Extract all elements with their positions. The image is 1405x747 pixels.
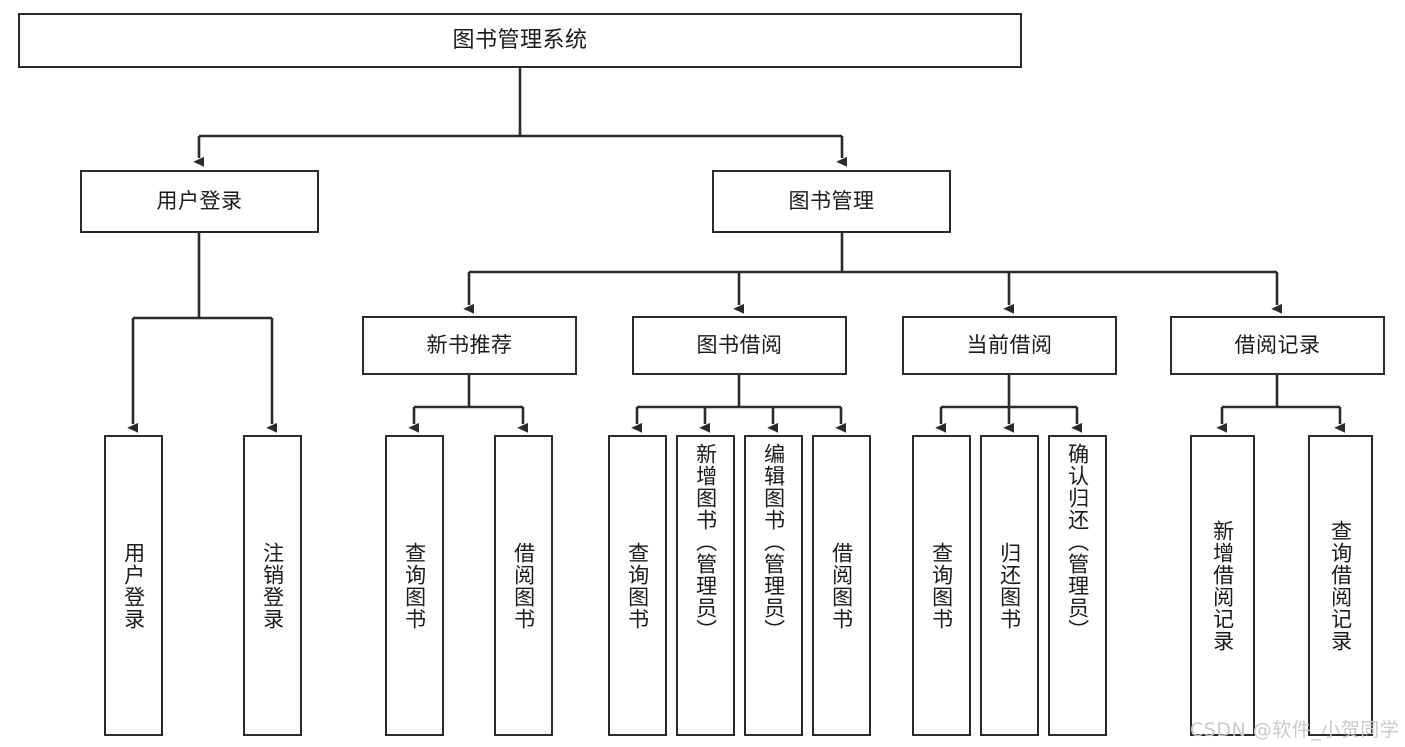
node-label: 用户登录 — [121, 541, 146, 630]
leaf-new-book-query[interactable]: 查询图书 — [385, 435, 444, 736]
node-label: 图书管理 — [788, 189, 875, 214]
leaf-current-confirm-return[interactable]: 确认归还（管理员） — [1048, 435, 1107, 736]
leaf-user-login[interactable]: 用户登录 — [104, 435, 163, 736]
node-label: 归还图书 — [997, 541, 1022, 630]
node-label: 图书管理系统 — [452, 27, 588, 53]
node-label: 注销登录 — [260, 541, 285, 630]
node-user-login[interactable]: 用户登录 — [80, 170, 319, 233]
node-root-system[interactable]: 图书管理系统 — [18, 13, 1022, 68]
node-label: 用户登录 — [156, 189, 243, 214]
leaf-borrow-borrow-book[interactable]: 借阅图书 — [812, 435, 871, 736]
node-label: 新书推荐 — [426, 333, 513, 358]
node-new-book-recommend[interactable]: 新书推荐 — [362, 316, 577, 375]
leaf-logout[interactable]: 注销登录 — [243, 435, 302, 736]
node-label: 图书借阅 — [696, 333, 783, 358]
node-label: 编辑图书（管理员） — [761, 443, 786, 641]
node-current-borrow[interactable]: 当前借阅 — [902, 316, 1117, 375]
leaf-record-query[interactable]: 查询借阅记录 — [1308, 435, 1373, 736]
node-borrow-record[interactable]: 借阅记录 — [1170, 316, 1385, 375]
node-label: 查询图书 — [929, 541, 954, 630]
node-label: 新增借阅记录 — [1210, 519, 1235, 652]
node-book-borrow[interactable]: 图书借阅 — [632, 316, 847, 375]
node-label: 查询图书 — [402, 541, 427, 630]
node-label: 借阅记录 — [1234, 333, 1321, 358]
node-label: 借阅图书 — [829, 541, 854, 630]
leaf-current-query-book[interactable]: 查询图书 — [912, 435, 971, 736]
leaf-borrow-edit-book[interactable]: 编辑图书（管理员） — [744, 435, 803, 736]
node-book-management[interactable]: 图书管理 — [712, 170, 951, 233]
leaf-borrow-query-book[interactable]: 查询图书 — [608, 435, 667, 736]
node-label: 查询图书 — [625, 541, 650, 630]
node-label: 当前借阅 — [966, 333, 1053, 358]
leaf-record-add[interactable]: 新增借阅记录 — [1190, 435, 1255, 736]
leaf-borrow-add-book[interactable]: 新增图书（管理员） — [676, 435, 735, 736]
node-label: 确认归还（管理员） — [1065, 443, 1090, 641]
leaf-current-return-book[interactable]: 归还图书 — [980, 435, 1039, 736]
csdn-watermark: CSDN @软件_小贺同学 — [1190, 719, 1400, 741]
leaf-new-book-borrow[interactable]: 借阅图书 — [494, 435, 553, 736]
node-label: 新增图书（管理员） — [693, 443, 718, 641]
node-label: 查询借阅记录 — [1328, 519, 1353, 652]
node-label: 借阅图书 — [511, 541, 536, 630]
